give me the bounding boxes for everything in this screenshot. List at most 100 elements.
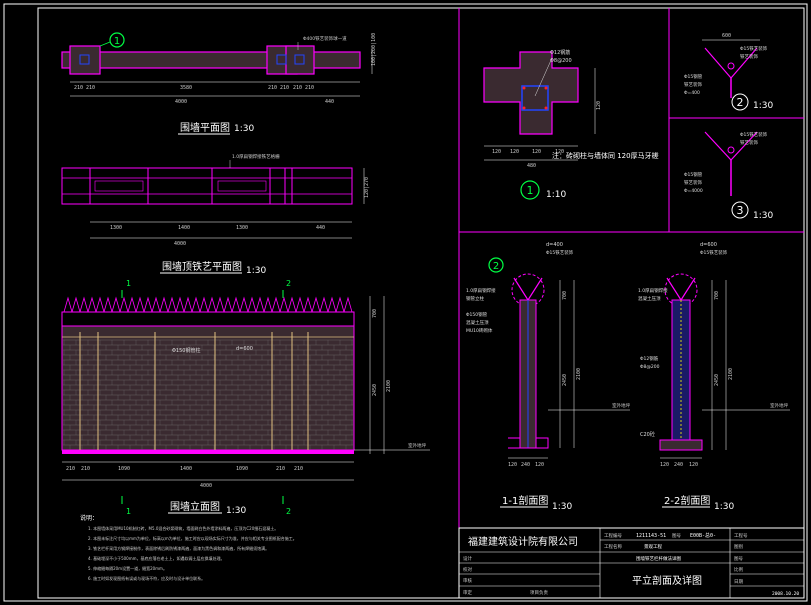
top-plan-view: 1.0厚扁钢焊接铁艺格栅 120|270 1300 1400 1300 440 … — [61, 153, 370, 276]
tb-right-1: 工程号 — [734, 532, 748, 539]
brick-pattern — [63, 339, 353, 450]
spike — [183, 296, 193, 313]
rebar-cage — [521, 85, 549, 111]
pier-left — [69, 45, 101, 75]
d3-label-3: Φ15钢管 — [684, 171, 703, 178]
grille-frame — [217, 180, 267, 192]
sheet-border — [3, 3, 808, 602]
s1-note-4: 混凝土压顶 — [466, 319, 489, 326]
dim-total: 4000 — [175, 99, 187, 105]
company-name: 福建建筑设计院有限公司 — [468, 535, 578, 548]
column-caption: 注：砖砌柱与墙体同 120厚马牙槎 — [552, 151, 659, 160]
section-mark-2-bottom: 2 — [286, 507, 291, 516]
spike — [111, 296, 121, 313]
spike — [119, 296, 129, 313]
s2-base-dim-3: 120 — [689, 462, 698, 468]
s1-note-1: 1.0厚扁钢焊接 — [466, 287, 496, 294]
col-dim-1: 120 — [492, 149, 501, 155]
spike — [239, 296, 249, 313]
callout-number: 1 — [114, 36, 120, 47]
s1-note-3: Φ150钢管 — [466, 311, 488, 318]
s2-note-4: Φ8@200 — [640, 364, 660, 370]
d2-label-4: 铁艺装饰 — [684, 81, 702, 88]
section-mark-2: 2 — [286, 279, 291, 288]
spike — [231, 296, 241, 313]
rebar-label: Φ12钢筋 — [550, 49, 570, 56]
v-dim-text: 120|270 — [364, 177, 370, 198]
rebar-dot — [522, 106, 526, 110]
notes-block: 说明： 1. 本图墙体采用MU10机制红砖，M5.0混合砂浆砌筑，墙面刷白色外墙… — [80, 514, 297, 581]
leader — [534, 57, 553, 97]
dim-small-6: 210 — [305, 85, 314, 91]
top-plan-title: 围墙顶铁艺平面图 — [162, 260, 242, 273]
spike — [143, 296, 153, 313]
spike — [279, 296, 289, 313]
dim-total: 4000 — [174, 241, 186, 247]
col-dim-4: 120 — [555, 149, 564, 155]
dim-mid: 3580 — [180, 85, 192, 91]
spike — [127, 296, 137, 313]
drawing-no: E00B-总0- — [690, 532, 716, 539]
elev-dim-total: 4000 — [200, 483, 212, 489]
elev-dim-7: 210 — [294, 466, 303, 472]
s2-ground: 室外地坪 — [770, 402, 788, 409]
detail-circle — [731, 201, 749, 219]
spike — [343, 296, 353, 313]
rebar-dot — [522, 86, 526, 90]
spike — [263, 296, 273, 313]
detail-number: 3 — [737, 204, 744, 217]
section-2-view: d=600 Φ15铁艺装饰 1.0厚扁钢焊接 混凝土压顶 Φ12钢筋 Φ8@20… — [638, 242, 790, 512]
project-no-label: 工程编号 — [604, 532, 622, 539]
elev-dim-2: 210 — [81, 466, 90, 472]
col-dim-3: 120 — [532, 149, 541, 155]
rebar-dot — [544, 86, 548, 90]
note-item-5: 5. 伸缩缝每隔20m设置一道，缝宽20mm。 — [88, 565, 167, 571]
title-block: 福建建筑设计院有限公司 设计 校对 审核 审定 项目负责 工程编号 121114… — [458, 527, 805, 599]
dim-1: 1300 — [110, 225, 122, 231]
elev-pipe-label: d=600 — [236, 346, 253, 352]
v-dim-text: 100|200|100 — [371, 33, 377, 66]
spike — [215, 296, 225, 313]
v-dim-2: 2450 — [372, 384, 378, 396]
d3-label-5: Φ=4000 — [684, 188, 703, 194]
s2-label-a: Φ15铁艺装饰 — [700, 249, 728, 256]
spike — [223, 296, 233, 313]
elevation-view: 1 2 Φ150钢管柱 d=600 室外地坪 700 2450 2100 210… — [61, 279, 430, 516]
detail-3-view: Φ15铁艺装饰 铁艺装饰 Φ15钢管 铁艺装饰 Φ=4000 3 1:30 — [684, 131, 773, 221]
detail-circle — [731, 93, 749, 111]
s1-note-5: MU10砖砌体 — [466, 327, 493, 334]
elevation-scale: 1:30 — [226, 506, 246, 516]
detail-2-view: 600 Φ15铁艺装饰 铁艺装饰 Φ15钢管 铁艺装饰 Φ=400 2 1:30 — [684, 33, 773, 111]
s2-base-label: C20砼 — [640, 431, 655, 438]
callout-circle — [109, 32, 125, 48]
d3-label-2: 铁艺装饰 — [740, 139, 758, 146]
wall-plan-scale: 1:30 — [234, 124, 254, 134]
rebar-box — [294, 54, 305, 65]
leader — [99, 41, 111, 47]
spike — [87, 296, 97, 313]
note-item-3: 3. 铁艺栏杆采用方钢焊接制作，表面除锈后刷防锈漆两遍，面漆为黑色调和漆两遍，所… — [88, 545, 269, 551]
callout-circle — [488, 257, 504, 273]
wall-plan-body — [61, 51, 361, 69]
drawing-no-label: 图号 — [672, 533, 681, 539]
plan-note: Φ400铁艺装饰球一道 — [303, 35, 347, 42]
rebar-box — [79, 54, 90, 65]
detail-scale: 1:30 — [753, 101, 773, 111]
dim-small-2: 210 — [86, 85, 95, 91]
d2-label-2: 铁艺装饰 — [740, 53, 758, 60]
s1-note-2: 钢管立柱 — [466, 295, 484, 302]
wall-plan-view: 1 Φ400铁艺装饰球一道 100|200|100 210 210 210 21… — [61, 32, 377, 135]
grille-frame — [94, 180, 144, 192]
s1-top-label: d=400 — [546, 242, 563, 248]
spike — [103, 296, 113, 313]
spike — [151, 296, 161, 313]
spike — [95, 296, 105, 313]
s2-note-3: Φ12钢筋 — [640, 355, 659, 362]
detail-ring — [511, 273, 545, 307]
s2-top-label: d=600 — [700, 242, 717, 248]
brick-wall — [61, 325, 355, 451]
callout-number: 2 — [493, 261, 499, 272]
ironwork-band — [61, 311, 355, 327]
spike — [63, 296, 73, 313]
tb-row-label-4: 审定 — [463, 589, 472, 596]
